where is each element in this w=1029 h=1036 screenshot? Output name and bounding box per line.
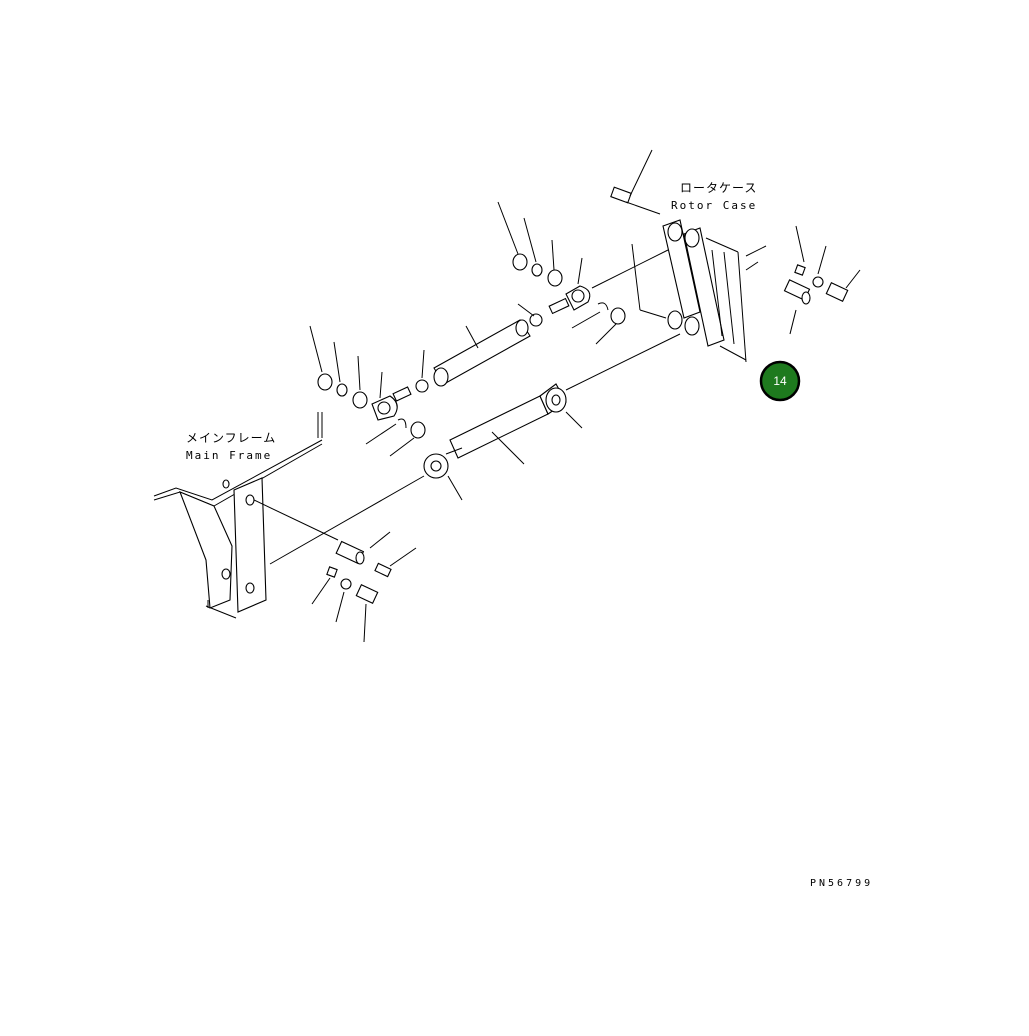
main-frame-jp-label: メインフレーム: [186, 431, 276, 445]
upper-rod-bushings: [497, 201, 583, 287]
rotor-case-bracket: [631, 219, 767, 363]
right-pin-group: [783, 225, 861, 335]
rotor-case-jp-label: ロータケース: [680, 181, 757, 195]
part-number: PN56799: [810, 878, 873, 889]
left-upper-bushings: [309, 325, 426, 457]
upper-rod-end: [517, 249, 669, 345]
grease-fitting-top: [610, 149, 661, 215]
badge-circle: [759, 360, 801, 402]
lower-pin-group: [311, 531, 417, 643]
upper-cylinder: [415, 319, 531, 393]
rotor-case-en-label: Rotor Case: [671, 199, 757, 212]
main-frame-en-label: Main Frame: [186, 449, 272, 462]
main-frame: [153, 412, 339, 619]
callout-badge: 14: [759, 360, 801, 402]
badge-number: 14: [773, 374, 787, 388]
lower-cylinder: [269, 333, 681, 565]
